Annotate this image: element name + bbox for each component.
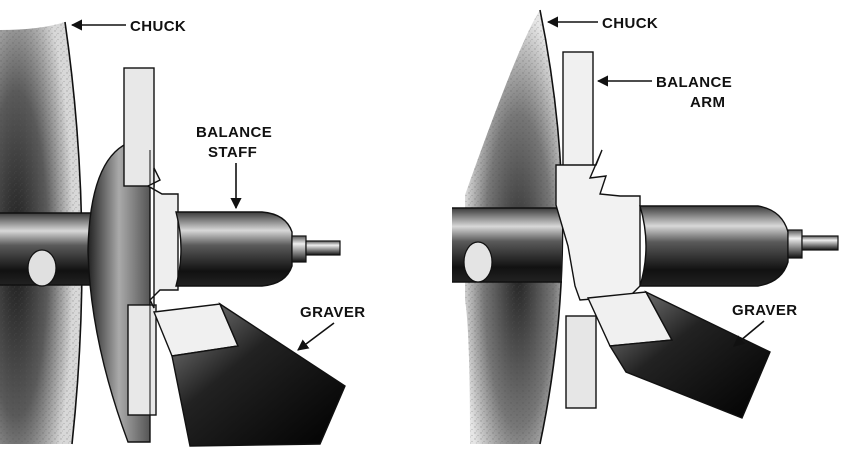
right-graver-arrow: [733, 320, 765, 347]
left-staff-step: [146, 167, 179, 309]
right-graver-body: [608, 290, 771, 419]
right-balance-staff: [639, 205, 789, 287]
left-graver-arrow: [297, 322, 335, 351]
right-staff-pivot: [787, 229, 803, 259]
left-balance-arm-upper: [123, 67, 155, 187]
left-chuck-label: CHUCK: [130, 18, 186, 35]
right-staff-step: [555, 149, 641, 301]
left-panel: CHUCK BALANCE STAFF GRAVER: [0, 18, 365, 447]
right-balance-arm-lower: [565, 315, 597, 409]
right-balance-arm-upper: [562, 51, 594, 171]
right-arm-label-line1: BALANCE: [656, 74, 732, 91]
left-staff-label-line2: STAFF: [208, 144, 257, 161]
right-panel: CHUCK BALANCE ARM GRAVER: [452, 9, 839, 445]
left-graver-body: [171, 302, 346, 447]
right-graver-label: GRAVER: [732, 302, 797, 319]
right-arm-label-line2: ARM: [690, 94, 725, 111]
left-balance-arm-lower: [127, 304, 157, 416]
right-chuck-label: CHUCK: [602, 15, 658, 32]
left-staff-pivot: [291, 235, 307, 263]
left-balance-staff: [175, 211, 293, 287]
left-graver-label: GRAVER: [300, 304, 365, 321]
left-staff-label-line1: BALANCE: [196, 124, 272, 141]
